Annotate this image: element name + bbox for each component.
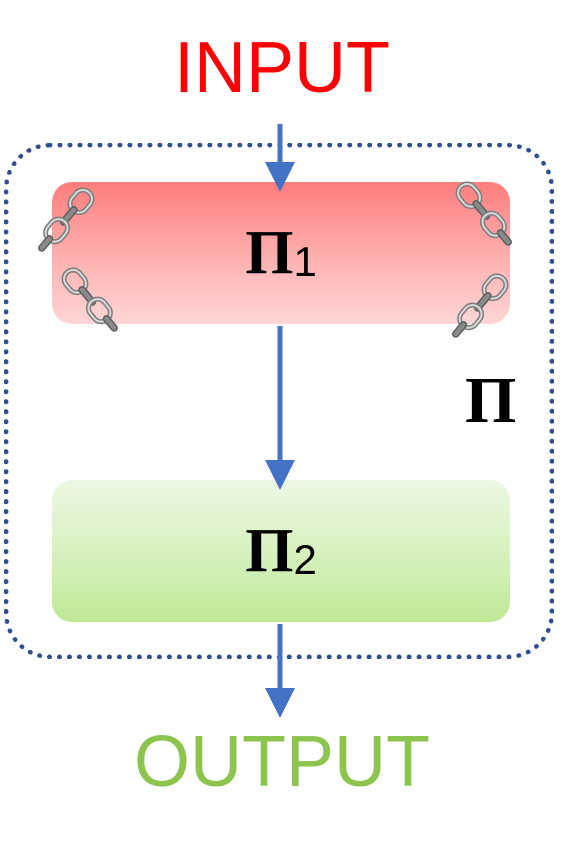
module-2-symbol: Π <box>245 517 294 585</box>
module-2-subscript: 2 <box>293 536 317 583</box>
input-label: INPUT <box>174 28 390 108</box>
container-label: Π <box>465 364 517 437</box>
module-1-symbol: Π <box>245 219 294 287</box>
output-label: OUTPUT <box>134 722 430 802</box>
module-1-subscript: 1 <box>293 238 317 285</box>
